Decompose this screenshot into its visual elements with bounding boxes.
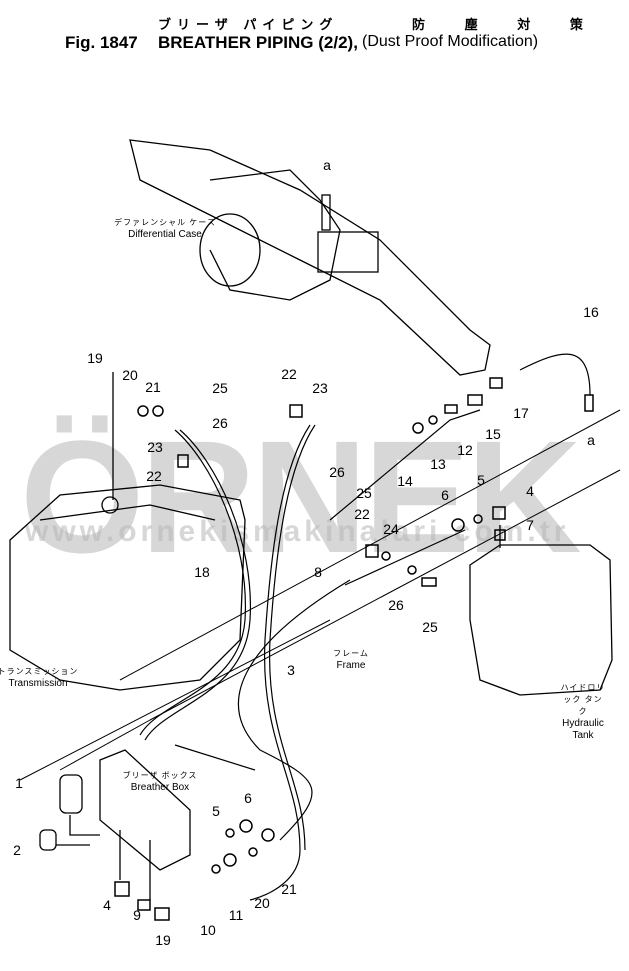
callout: 8 bbox=[314, 564, 322, 580]
callout: 25 bbox=[422, 619, 438, 635]
transmission-label-jp: トランスミッション bbox=[0, 667, 79, 676]
modification-japanese: 防 塵 対 策 bbox=[412, 17, 601, 32]
callout: 17 bbox=[513, 405, 529, 421]
callout: 9 bbox=[133, 907, 141, 923]
frame-label: フレーム Frame bbox=[333, 648, 369, 672]
modification-title: (Dust Proof Modification) bbox=[362, 33, 539, 50]
differential-case-label: デファレンシャル ケース Differential Case bbox=[114, 217, 216, 241]
differential-case bbox=[129, 139, 491, 376]
callout: 6 bbox=[441, 487, 449, 503]
callout: 7 bbox=[526, 517, 534, 533]
breather-box-label-jp: ブリーザ ボックス bbox=[122, 771, 198, 780]
callout: 19 bbox=[87, 350, 103, 366]
watermark-url: www.ornekismakinalari.com.tr bbox=[25, 515, 570, 548]
callout: a bbox=[587, 432, 595, 448]
callout: 25 bbox=[212, 380, 228, 396]
callout: 22 bbox=[281, 366, 297, 382]
callout: 23 bbox=[312, 380, 328, 396]
transmission-label: トランスミッション Transmission bbox=[0, 666, 78, 690]
hoses bbox=[139, 353, 591, 901]
hydraulic-tank-label-en: Hydraulic Tank bbox=[562, 718, 604, 741]
callout: 12 bbox=[457, 442, 473, 458]
page-title: BREATHER PIPING (2/2), bbox=[158, 33, 358, 52]
callout: 26 bbox=[212, 415, 228, 431]
figure-number: Fig. 1847 bbox=[65, 33, 138, 52]
callout: 5 bbox=[477, 472, 485, 488]
callout: 3 bbox=[287, 662, 295, 678]
hydraulic-tank bbox=[469, 525, 613, 696]
differential-case-label-jp: デファレンシャル ケース bbox=[114, 218, 216, 227]
fittings bbox=[114, 377, 594, 921]
frame-label-en: Frame bbox=[336, 660, 366, 671]
callout: 10 bbox=[200, 922, 216, 938]
callout: 4 bbox=[526, 483, 534, 499]
callout: 6 bbox=[244, 790, 252, 806]
callout: 18 bbox=[194, 564, 210, 580]
transmission-label-en: Transmission bbox=[8, 678, 68, 689]
callout: 20 bbox=[122, 367, 138, 383]
callout: a bbox=[323, 157, 331, 173]
callout: 22 bbox=[146, 468, 162, 484]
callout: 25 bbox=[356, 485, 372, 501]
differential-case-label-en: Differential Case bbox=[128, 229, 202, 240]
callout: 21 bbox=[145, 379, 161, 395]
callout: 26 bbox=[388, 597, 404, 613]
callout: 13 bbox=[430, 456, 446, 472]
breather-box-label: ブリーザ ボックス Breather Box bbox=[123, 770, 198, 794]
callout: 11 bbox=[228, 907, 244, 923]
breather-box bbox=[39, 749, 191, 900]
title-japanese: ブリーザ パイピング bbox=[158, 17, 339, 32]
callout: 26 bbox=[329, 464, 345, 480]
callout: 23 bbox=[147, 439, 163, 455]
frame bbox=[19, 409, 621, 781]
callout: 5 bbox=[212, 803, 220, 819]
callout: 15 bbox=[485, 426, 501, 442]
callout: 19 bbox=[155, 932, 171, 948]
callout: 21 bbox=[281, 881, 297, 897]
callout: 22 bbox=[354, 506, 370, 522]
callout: 20 bbox=[254, 895, 270, 911]
callout: 2 bbox=[13, 842, 21, 858]
transmission bbox=[9, 372, 246, 691]
hydraulic-tank-label-jp: ハイドロリック タンク bbox=[560, 683, 606, 716]
callout: 1 bbox=[15, 775, 23, 791]
callout: 16 bbox=[583, 304, 599, 320]
callout: 4 bbox=[103, 897, 111, 913]
callout: 14 bbox=[397, 473, 413, 489]
breather-box-label-en: Breather Box bbox=[130, 782, 190, 793]
callout: 24 bbox=[383, 521, 399, 537]
frame-label-jp: フレーム bbox=[333, 649, 369, 658]
